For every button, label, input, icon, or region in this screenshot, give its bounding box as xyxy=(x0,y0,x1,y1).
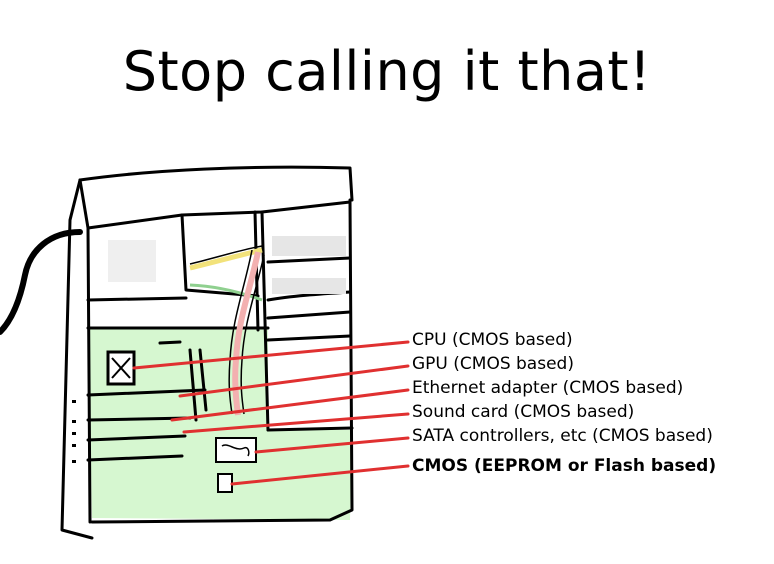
leader-line-cpu xyxy=(132,340,410,370)
label-cmos: CMOS (EEPROM or Flash based) xyxy=(412,456,717,476)
cable-yellow-outline xyxy=(189,245,263,265)
cpu-chip xyxy=(106,350,136,386)
page-title: Stop calling it that! xyxy=(122,40,652,103)
cable-pink xyxy=(232,251,261,416)
fan-area xyxy=(108,240,156,282)
motherboard xyxy=(88,328,352,520)
label-ethernet-adapter: Ethernet adapter (CMOS based) xyxy=(412,378,684,398)
drive-bay-2 xyxy=(272,278,346,294)
label-gpu: GPU (CMOS based) xyxy=(412,354,574,374)
drive-bay-1 xyxy=(272,236,346,256)
front-panel-dots xyxy=(72,400,76,463)
leader-line-sound xyxy=(182,412,410,434)
cable-green xyxy=(189,283,263,302)
leader-line-ethernet xyxy=(170,388,410,422)
cmos-chip xyxy=(217,473,233,493)
leader-line-cmos xyxy=(230,464,410,486)
leader-line-sata xyxy=(254,436,410,454)
sata-chip xyxy=(215,437,257,463)
label-sata-controllers: SATA controllers, etc (CMOS based) xyxy=(412,426,713,446)
cable-yellow xyxy=(189,247,263,271)
leader-line-gpu xyxy=(178,364,410,398)
label-cpu: CPU (CMOS based) xyxy=(412,330,573,350)
label-sound-card: Sound card (CMOS based) xyxy=(412,402,635,422)
power-cable xyxy=(0,229,83,335)
